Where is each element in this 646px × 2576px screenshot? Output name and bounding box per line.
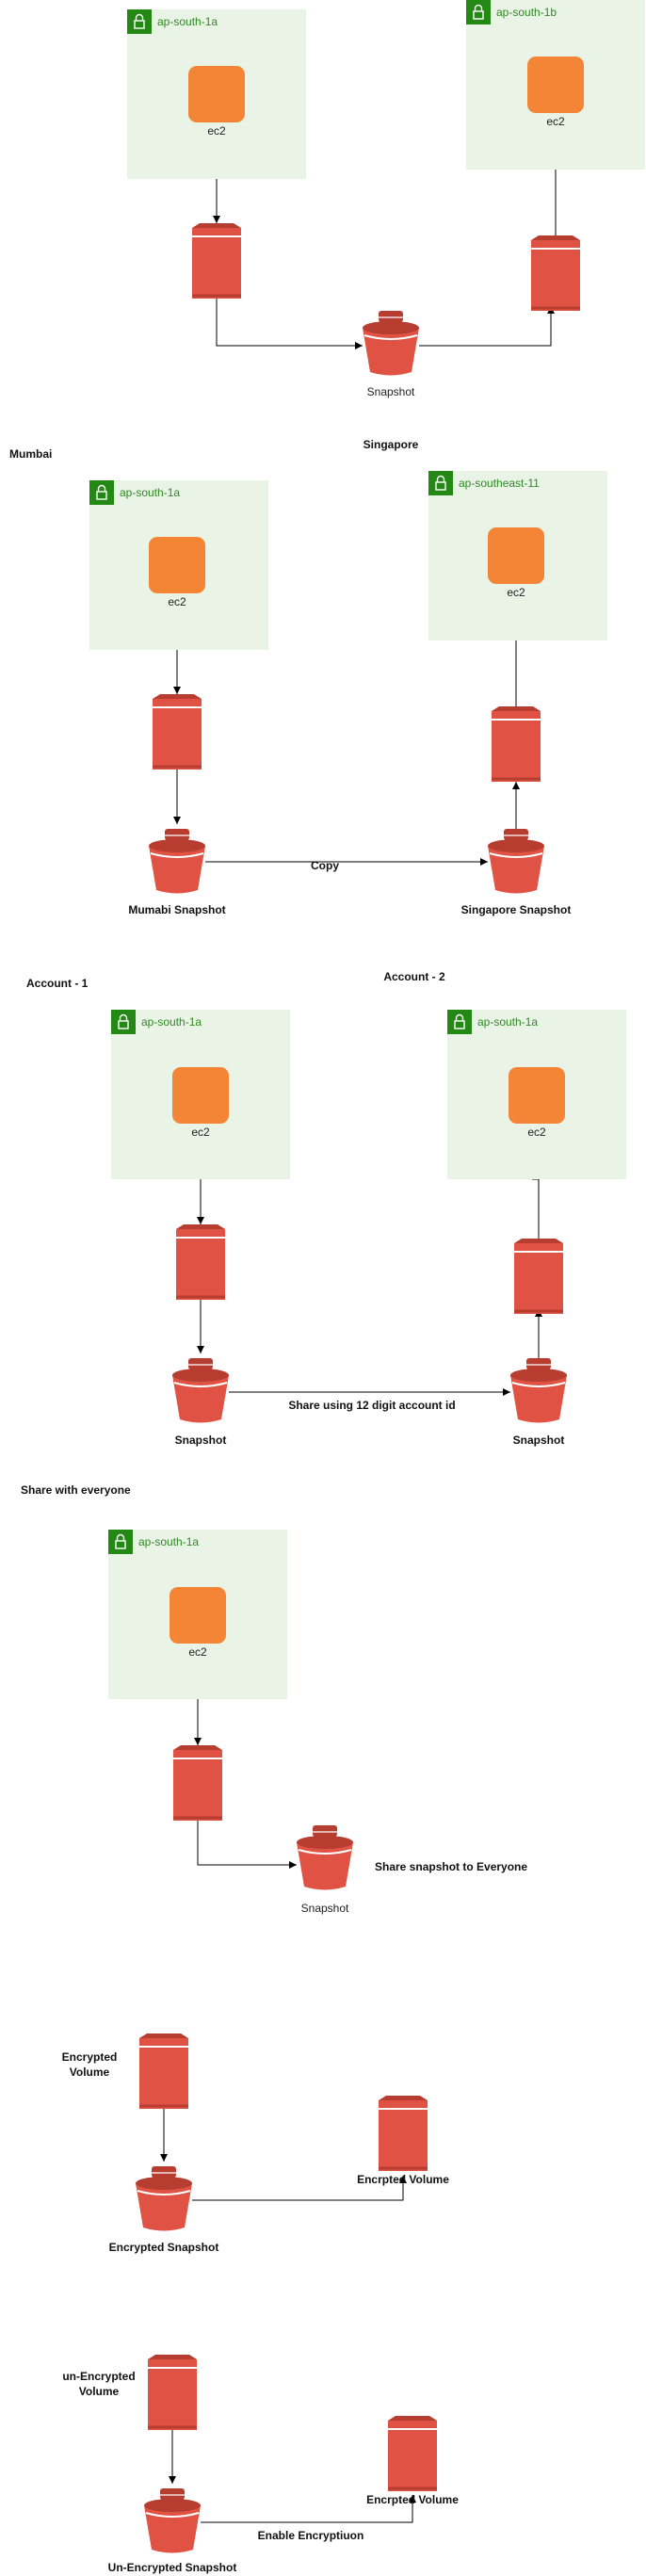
zone-ap-south-1a: ap-south-1a [89, 480, 268, 650]
snapshot-to-volume-edge [419, 306, 555, 347]
s3-bucket-snapshot-icon [144, 2488, 201, 2553]
ebs-volume-icon [492, 706, 541, 782]
s3-bucket-snapshot-icon [149, 829, 205, 894]
ec2-label: ec2 [546, 115, 565, 128]
heading-share-with-everyone: Share with everyone [21, 1483, 131, 1497]
lock-icon [447, 1010, 472, 1034]
lock-icon [108, 1530, 133, 1554]
heading-account-2: Account - 2 [383, 970, 445, 983]
ec2-instance-icon: ec2 [172, 1067, 229, 1139]
share-edge-label: Share using 12 digit account id [288, 1399, 455, 1412]
zone-label: ap-south-1a [138, 1535, 199, 1548]
unencrypted-volume-label-line2: Volume [79, 2385, 120, 2398]
ec2-label: ec2 [207, 124, 226, 138]
s3-bucket-snapshot-icon [510, 1358, 567, 1423]
zone-label: ap-south-1a [157, 15, 218, 28]
heading-singapore: Singapore [363, 438, 419, 451]
zone-label: ap-south-1b [496, 6, 557, 19]
encrypted-volume-label: Encrpted Volume [366, 2493, 459, 2506]
lock-icon [111, 1010, 136, 1034]
ebs-volume-icon [379, 2096, 428, 2171]
lock-icon [428, 471, 453, 495]
heading-mumbai: Mumbai [9, 447, 52, 461]
ec2-instance-icon: ec2 [149, 537, 205, 608]
s3-bucket-snapshot-icon [172, 1358, 229, 1423]
snapshot-label: Encrypted Snapshot [109, 2241, 219, 2254]
zone-label: ap-southeast-11 [459, 477, 540, 490]
encrypted-volume-label: Encrpted Volume [357, 2173, 449, 2186]
snapshot-label: Snapshot [175, 1434, 227, 1447]
ec2-instance-icon: ec2 [188, 66, 245, 138]
zone-label: ap-south-1a [477, 1015, 538, 1029]
zone-label: ap-south-1a [141, 1015, 202, 1029]
snapshot-label: Snapshot [301, 1902, 349, 1915]
lock-icon [466, 0, 491, 24]
ebs-volume-icon [176, 1224, 225, 1300]
encrypted-volume-label-line1: Encrypted [62, 2050, 118, 2064]
snapshot-label: Snapshot [513, 1434, 565, 1447]
ec2-instance-icon: ec2 [488, 527, 544, 599]
unencrypted-volume-label-line1: un-Encrypted [62, 2370, 135, 2383]
s3-bucket-snapshot-icon [488, 829, 544, 894]
snapshot-to-volume-edge [192, 2176, 407, 2201]
ebs-volume-icon [139, 2033, 188, 2109]
ec2-label: ec2 [168, 595, 186, 608]
ebs-volume-icon [148, 2355, 197, 2430]
snapshot-label: Singapore Snapshot [461, 903, 572, 916]
ebs-volume-icon [531, 235, 580, 311]
ebs-volume-icon [173, 1745, 222, 1821]
lock-icon [127, 9, 152, 34]
ec2-label: ec2 [527, 1126, 546, 1139]
ebs-volume-icon [388, 2416, 437, 2491]
volume-to-snapshot-edge [197, 1821, 297, 1869]
ec2-label: ec2 [191, 1126, 210, 1139]
nodes-layer: ap-south-1a ap-south-1b ec2 ec2 ap-south-1a a… [89, 0, 645, 2553]
ebs-volume-icon [153, 694, 202, 770]
ebs-volume-icon [514, 1239, 563, 1314]
encrypted-volume-label-line2: Volume [70, 2066, 110, 2079]
ec2-label: ec2 [188, 1645, 207, 1659]
volume-to-zone-edge [532, 1178, 540, 1239]
ec2-label: ec2 [507, 586, 525, 599]
lock-icon [89, 480, 114, 505]
enable-encryption-edge [201, 2495, 416, 2523]
s3-bucket-snapshot-icon [297, 1825, 353, 1890]
snapshot-label: Mumabi Snapshot [128, 903, 225, 916]
share-everyone-label: Share snapshot to Everyone [375, 1860, 527, 1873]
ebs-volume-icon [192, 223, 241, 299]
ec2-instance-icon: ec2 [509, 1067, 565, 1139]
zone-label: ap-south-1a [120, 486, 180, 499]
volume-to-snapshot-edge [216, 299, 363, 349]
heading-account-1: Account - 1 [26, 977, 89, 990]
copy-edge-label: Copy [311, 859, 339, 872]
snapshot-label: Un-Encrypted Snapshot [108, 2561, 237, 2574]
s3-bucket-snapshot-icon [363, 311, 419, 376]
ec2-instance-icon: ec2 [527, 57, 584, 128]
ec2-instance-icon: ec2 [170, 1587, 226, 1659]
snapshot-label: Snapshot [367, 385, 415, 398]
enable-encryption-label: Enable Encryptiuon [258, 2529, 364, 2542]
s3-bucket-snapshot-icon [136, 2166, 192, 2231]
